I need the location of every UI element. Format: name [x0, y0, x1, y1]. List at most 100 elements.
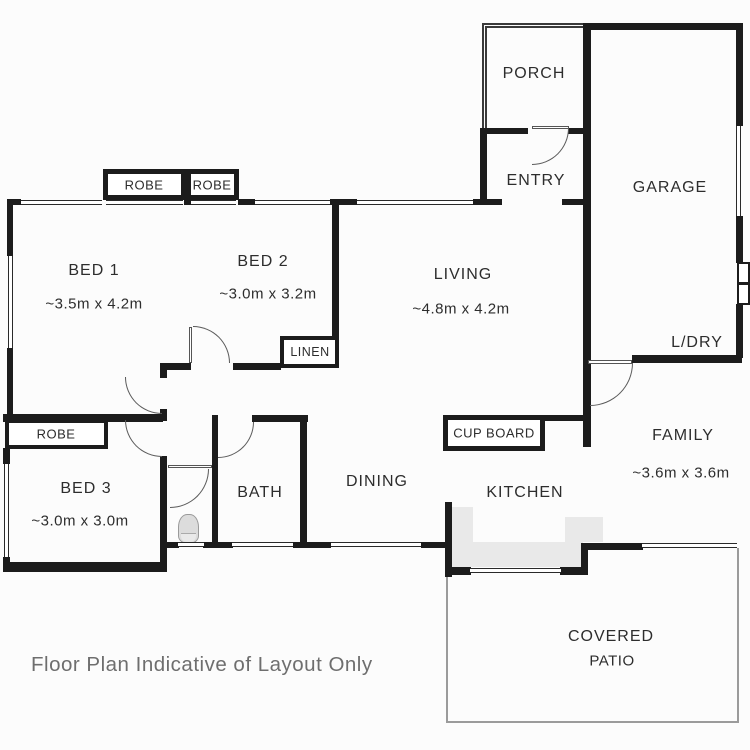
- window: [232, 542, 293, 547]
- room-label-porch: PORCH: [502, 65, 566, 82]
- room-dims-family: ~3.6m x 3.6m: [632, 464, 730, 482]
- wall: [445, 567, 471, 575]
- wall: [300, 415, 307, 546]
- kitchen-bench: [565, 517, 603, 542]
- door-arc-laundry: [590, 363, 633, 406]
- wall: [736, 23, 743, 126]
- window: [470, 568, 561, 573]
- wall: [160, 456, 167, 548]
- closet-label-robe-bed3: ROBE: [36, 426, 76, 442]
- robe-bed2-box: [186, 169, 239, 200]
- cupboard-box: [443, 415, 545, 451]
- closet-label-robe-bed1: ROBE: [124, 177, 164, 193]
- closet-label-cupboard: CUP BOARD: [453, 425, 535, 441]
- wall: [160, 542, 179, 548]
- wall: [560, 567, 588, 575]
- door-arc-bed1: [125, 377, 162, 414]
- wall: [480, 128, 487, 202]
- wall: [252, 415, 308, 422]
- wall: [7, 199, 21, 205]
- window: [642, 543, 737, 548]
- window: [21, 200, 102, 205]
- room-dims-covered-patio: PATIO: [589, 652, 635, 670]
- robe-bed3-box: [5, 419, 108, 449]
- door-leaf: [168, 465, 212, 468]
- wall: [3, 414, 163, 422]
- room-label-garage: GARAGE: [632, 179, 708, 196]
- window: [255, 200, 330, 205]
- wall: [736, 216, 743, 263]
- room-label-covered-patio: COVERED: [567, 628, 655, 645]
- wall: [160, 363, 167, 378]
- door-arc-bath: [218, 422, 254, 458]
- footer-note: Floor Plan Indicative of Layout Only: [31, 653, 373, 676]
- window: [178, 542, 204, 547]
- window: [191, 200, 236, 205]
- patio-outline: [737, 548, 739, 723]
- room-label-bed3: BED 3: [60, 480, 112, 497]
- patio-outline: [446, 721, 739, 723]
- door-arc-bed3: [125, 420, 162, 457]
- wall: [184, 199, 192, 205]
- room-dims-bed3: ~3.0m x 3.0m: [31, 512, 129, 530]
- room-label-dining: DINING: [346, 473, 408, 490]
- wall: [581, 543, 588, 575]
- room-label-bed2: BED 2: [237, 253, 289, 270]
- wall: [7, 199, 13, 256]
- wall: [293, 542, 331, 548]
- wall: [482, 128, 528, 134]
- wall: [238, 199, 255, 205]
- door-leaf: [532, 126, 569, 129]
- robe-bed1-box: [103, 169, 186, 200]
- door-arc-entry: [532, 128, 569, 165]
- kitchen-bench: [452, 542, 583, 567]
- wall: [212, 415, 218, 546]
- room-label-laundry: L/DRY: [671, 334, 723, 351]
- toilet-seat: [181, 533, 196, 542]
- exterior-unit: [737, 262, 750, 284]
- wall: [160, 542, 167, 572]
- window: [4, 464, 9, 557]
- window: [357, 200, 473, 205]
- wall: [445, 502, 452, 577]
- wall: [585, 23, 742, 30]
- patio-outline: [446, 575, 448, 723]
- window: [8, 256, 13, 348]
- window: [106, 200, 183, 205]
- window: [331, 542, 421, 547]
- room-label-bath: BATH: [237, 484, 283, 501]
- linen-box: [280, 336, 339, 368]
- porch-wall-outline: [482, 23, 586, 130]
- room-dims-bed1: ~3.5m x 4.2m: [45, 295, 143, 313]
- wall: [583, 543, 643, 550]
- room-label-living: LIVING: [433, 266, 493, 283]
- door-arc-bed2: [193, 326, 230, 363]
- room-label-entry: ENTRY: [506, 172, 566, 189]
- wall: [632, 355, 742, 363]
- room-label-family: FAMILY: [652, 427, 714, 444]
- room-dims-bed2: ~3.0m x 3.2m: [219, 285, 317, 303]
- wall: [7, 348, 13, 416]
- closet-label-linen: LINEN: [290, 345, 330, 359]
- wall: [3, 448, 10, 464]
- wall: [736, 304, 743, 358]
- wall: [203, 542, 233, 548]
- room-dims-living: ~4.8m x 4.2m: [412, 300, 510, 318]
- wall: [583, 23, 591, 447]
- wall: [568, 128, 586, 134]
- wall: [3, 562, 163, 572]
- wall: [160, 363, 191, 370]
- door-leaf: [588, 360, 632, 364]
- door-arc-wc: [170, 469, 209, 508]
- wall: [233, 363, 281, 370]
- toilet-icon: [178, 514, 199, 544]
- room-label-bed1: BED 1: [68, 262, 120, 279]
- door-leaf: [189, 327, 192, 363]
- closet-label-robe-bed2: ROBE: [192, 177, 232, 193]
- wall: [562, 199, 586, 205]
- wall: [421, 542, 452, 548]
- window: [736, 126, 741, 216]
- wall: [473, 199, 502, 205]
- exterior-unit: [737, 283, 750, 305]
